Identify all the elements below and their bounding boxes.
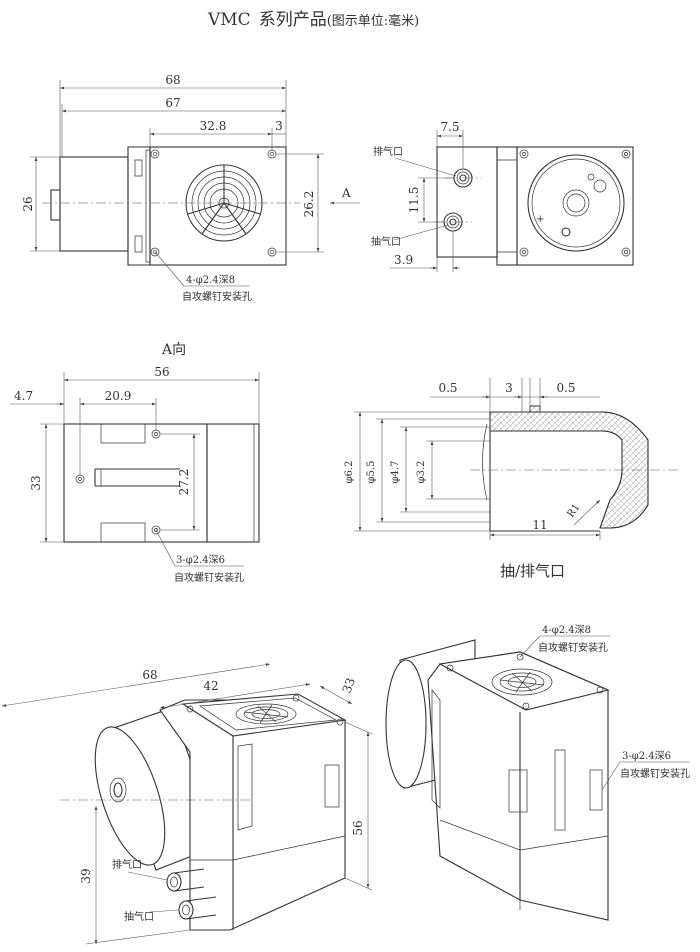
a-view-holes-note: 3-φ2.4深6 [176, 554, 225, 566]
iso-top-holes-note: 4-φ2.4深8 [542, 624, 591, 636]
iso-dim-port-height: 39 [79, 868, 93, 883]
view-arrow-label: A [341, 186, 351, 200]
port-detail: 0.5 3 0.5 φ6.2 φ5.5 φ4.7 φ3.2 11 R1 抽/排气… [344, 378, 680, 580]
dim-gap-left: 0.5 [438, 381, 457, 395]
iso-dim-length: 68 [142, 668, 157, 682]
a-view-heading: A向 [161, 342, 186, 358]
dim-a-height: 33 [29, 475, 43, 490]
dim-radius: R1 [565, 502, 582, 520]
dim-length: 11 [532, 518, 547, 532]
dim-d-inner: φ4.7 [390, 461, 401, 484]
iso-dim-depth: 33 [340, 676, 358, 695]
dim-port-spacing: 11.5 [407, 187, 421, 214]
side-intake-label: 抽气口 [371, 235, 401, 248]
dim-d-bore: φ3.2 [416, 461, 427, 484]
a-view-holes-sub: 自攻螺钉安装孔 [174, 571, 244, 584]
side-exhaust-label: 排气口 [373, 145, 403, 158]
front-holes-note: 4-φ2.4深8 [186, 274, 235, 286]
title-model: VMC [207, 10, 251, 30]
iso-left-view: 68 42 33 56 39 排气口 抽气口 [1, 663, 373, 945]
title-series: 系列产品 [259, 10, 327, 30]
dim-a-edge: 4.7 [14, 389, 33, 403]
dim-flange: 3 [275, 119, 283, 133]
page-title: VMC 系列产品(图示单位:毫米) [207, 10, 419, 30]
dim-a-width: 56 [154, 365, 169, 379]
iso-side-holes-note: 3-φ2.4深6 [622, 750, 671, 762]
dim-d-mid: φ5.5 [366, 461, 377, 484]
dim-gap-right: 0.5 [556, 381, 575, 395]
iso-side-holes-sub: 自攻螺钉安装孔 [620, 767, 690, 780]
dim-port-edge: 3.9 [394, 253, 413, 267]
iso-right-view: 4-φ2.4深8 自攻螺钉安装孔 3-φ2.4深6 自攻螺钉安装孔 [385, 624, 690, 921]
iso-intake-label: 抽气口 [124, 910, 154, 923]
iso-dim-block: 42 [203, 679, 218, 693]
iso-exhaust-label: 排气口 [112, 858, 142, 871]
svg-text:+: + [536, 214, 544, 225]
dim-body-length: 67 [165, 96, 180, 110]
iso-dim-height: 56 [351, 820, 365, 835]
iso-top-holes-sub: 自攻螺钉安装孔 [538, 641, 608, 654]
side-view: + 7.5 11.5 3.9 排气口 抽气口 [371, 120, 634, 272]
dim-d-outer: φ6.2 [344, 461, 355, 484]
title-unit-note: (图示单位:毫米) [327, 13, 420, 29]
dim-motor-height: 26 [21, 196, 35, 211]
dim-block-length: 32.8 [200, 119, 227, 133]
dim-overall-length: 68 [165, 73, 180, 87]
dim-ring-width: 3 [505, 381, 513, 395]
front-view: 68 67 32.8 3 26 26.2 A 4-φ2.4深8 自攻螺钉安装孔 [21, 73, 360, 303]
port-detail-caption: 抽/排气口 [500, 562, 565, 580]
dim-hole-spacing: 26.2 [302, 191, 316, 218]
dim-a-slot-span: 27.2 [177, 469, 191, 496]
dim-port-offset: 7.5 [440, 120, 459, 134]
a-view: A向 56 4.7 20.9 33 27.2 [10, 342, 260, 584]
front-holes-sub: 自攻螺钉安装孔 [182, 290, 252, 303]
dim-a-hole-pitch: 20.9 [105, 389, 132, 403]
